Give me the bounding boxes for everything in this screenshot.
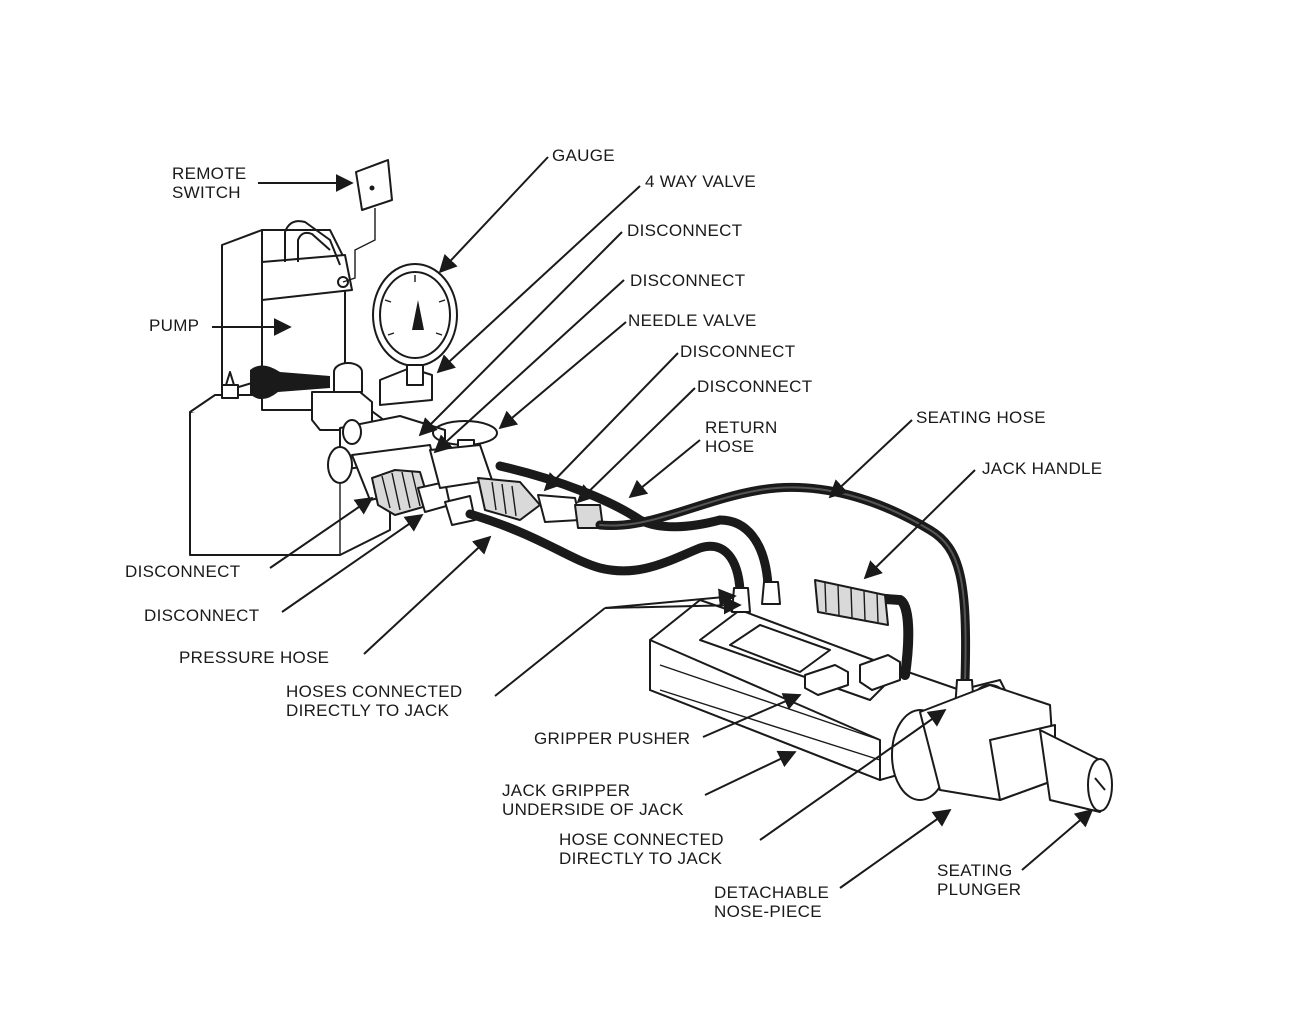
- label-gripper-pusher: GRIPPER PUSHER: [534, 729, 690, 748]
- label-hoses-connected-1: HOSES CONNECTED: [286, 682, 462, 701]
- label-return-hose-1: RETURN: [705, 418, 778, 437]
- label-hose-connected-2: DIRECTLY TO JACK: [559, 849, 723, 868]
- nose-and-plunger: [891, 684, 1113, 813]
- callout-labels: REMOTE SWITCH GAUGE 4 WAY VALVE DISCONNE…: [125, 146, 1102, 921]
- label-detachable-nose-2: NOSE-PIECE: [714, 902, 822, 921]
- label-hoses-connected-2: DIRECTLY TO JACK: [286, 701, 450, 720]
- label-seating-plunger-2: PLUNGER: [937, 880, 1021, 899]
- label-jack-gripper-1: JACK GRIPPER: [502, 781, 630, 800]
- label-disconnect-left-2: DISCONNECT: [144, 606, 259, 625]
- label-seating-hose: SEATING HOSE: [916, 408, 1046, 427]
- label-needle-valve: NEEDLE VALVE: [628, 311, 757, 330]
- label-jack-handle: JACK HANDLE: [982, 459, 1102, 478]
- label-disconnect-2: DISCONNECT: [630, 271, 745, 290]
- label-disconnect-1: DISCONNECT: [627, 221, 742, 240]
- remote-switch: [342, 159, 393, 283]
- label-jack-gripper-2: UNDERSIDE OF JACK: [502, 800, 684, 819]
- leader-lines: [212, 156, 1094, 889]
- label-return-hose-2: HOSE: [705, 437, 754, 456]
- valve-manifold: [327, 415, 604, 529]
- label-hose-connected-1: HOSE CONNECTED: [559, 830, 724, 849]
- label-remote-switch-2: SWITCH: [172, 183, 241, 202]
- gauge: [372, 263, 458, 386]
- label-gauge: GAUGE: [552, 146, 615, 165]
- label-4-way-valve: 4 WAY VALVE: [645, 172, 756, 191]
- label-remote-switch-1: REMOTE: [172, 164, 247, 183]
- label-disconnect-4: DISCONNECT: [697, 377, 812, 396]
- label-pump: PUMP: [149, 316, 199, 335]
- label-seating-plunger-1: SEATING: [937, 861, 1012, 880]
- label-disconnect-3: DISCONNECT: [680, 342, 795, 361]
- label-pressure-hose: PRESSURE HOSE: [179, 648, 329, 667]
- label-disconnect-left-1: DISCONNECT: [125, 562, 240, 581]
- label-detachable-nose-1: DETACHABLE: [714, 883, 829, 902]
